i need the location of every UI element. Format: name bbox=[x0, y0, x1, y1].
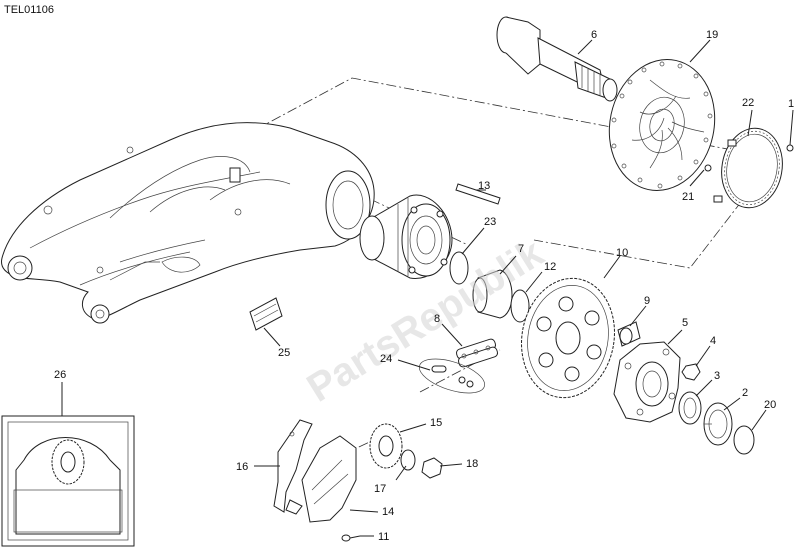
lock-washer bbox=[400, 449, 416, 471]
svg-text:15: 15 bbox=[430, 417, 442, 429]
svg-text:20: 20 bbox=[764, 399, 776, 411]
svg-text:12: 12 bbox=[544, 261, 556, 273]
svg-text:24: 24 bbox=[380, 353, 392, 365]
svg-text:18: 18 bbox=[466, 458, 478, 470]
svg-text:6: 6 bbox=[591, 29, 597, 41]
svg-text:21: 21 bbox=[682, 191, 694, 203]
callout-17[interactable]: 17 bbox=[374, 465, 407, 495]
svg-text:11: 11 bbox=[378, 531, 389, 543]
drawing-code: TEL01106 bbox=[4, 4, 54, 16]
chain-link-kit bbox=[419, 358, 485, 394]
callout-16[interactable]: 16 bbox=[236, 461, 280, 473]
callout-3[interactable]: 3 bbox=[695, 370, 720, 397]
svg-text:8: 8 bbox=[434, 313, 440, 325]
spacer bbox=[472, 269, 513, 319]
callout-5[interactable]: 5 bbox=[667, 317, 688, 345]
callout-1[interactable]: 1 bbox=[788, 98, 794, 146]
svg-text:16: 16 bbox=[236, 461, 248, 473]
washer bbox=[678, 391, 702, 425]
chain-links bbox=[455, 338, 499, 368]
callout-18[interactable]: 18 bbox=[439, 458, 478, 470]
brake-disc bbox=[608, 59, 716, 191]
bearing bbox=[703, 402, 733, 446]
sprocket-cover bbox=[301, 435, 357, 523]
warning-sticker bbox=[249, 297, 283, 331]
circlip bbox=[510, 289, 530, 323]
svg-text:3: 3 bbox=[714, 370, 720, 382]
callout-12[interactable]: 12 bbox=[525, 261, 556, 293]
svg-text:14: 14 bbox=[382, 506, 394, 518]
callout-4[interactable]: 4 bbox=[695, 335, 716, 367]
front-sprocket bbox=[369, 423, 403, 469]
callout-15[interactable]: 15 bbox=[399, 417, 442, 433]
callout-2[interactable]: 2 bbox=[723, 387, 748, 411]
svg-text:22: 22 bbox=[742, 97, 754, 109]
svg-text:13: 13 bbox=[478, 180, 490, 192]
nut bbox=[681, 363, 701, 381]
callout-13[interactable]: 13 bbox=[476, 180, 490, 192]
chain-guard bbox=[273, 419, 313, 515]
svg-text:2: 2 bbox=[742, 387, 748, 399]
callout-10[interactable]: 10 bbox=[603, 247, 628, 279]
sprocket-carrier bbox=[613, 341, 681, 423]
svg-text:19: 19 bbox=[706, 29, 718, 41]
bolt bbox=[617, 321, 641, 347]
callout-26[interactable]: 26 bbox=[54, 369, 66, 416]
svg-text:9: 9 bbox=[644, 295, 650, 307]
svg-text:7: 7 bbox=[518, 243, 524, 255]
svg-text:10: 10 bbox=[616, 247, 628, 259]
callout-25[interactable]: 25 bbox=[263, 327, 290, 359]
hub-axle bbox=[496, 16, 618, 102]
svg-text:5: 5 bbox=[682, 317, 688, 329]
svg-text:4: 4 bbox=[710, 335, 716, 347]
callouts: 1 2 3 4 5 6 7 8 bbox=[54, 29, 794, 543]
callout-9[interactable]: 9 bbox=[629, 295, 650, 327]
svg-text:17: 17 bbox=[374, 483, 386, 495]
svg-text:26: 26 bbox=[54, 369, 66, 381]
eccentric-hub bbox=[359, 183, 501, 279]
phonic-wheel bbox=[704, 127, 794, 209]
svg-text:23: 23 bbox=[484, 216, 496, 228]
callout-8[interactable]: 8 bbox=[434, 313, 463, 347]
callout-7[interactable]: 7 bbox=[499, 243, 524, 275]
callout-20[interactable]: 20 bbox=[751, 399, 776, 431]
snap-ring bbox=[733, 425, 755, 455]
callout-23[interactable]: 23 bbox=[461, 216, 496, 255]
callout-6[interactable]: 6 bbox=[577, 29, 597, 55]
swingarm bbox=[1, 122, 375, 324]
svg-text:25: 25 bbox=[278, 347, 290, 359]
sprocket-nut bbox=[421, 457, 443, 479]
rear-sprocket bbox=[521, 277, 615, 399]
screw bbox=[341, 534, 361, 542]
callout-19[interactable]: 19 bbox=[689, 29, 718, 63]
callout-11[interactable]: 11 bbox=[360, 531, 389, 543]
callout-21[interactable]: 21 bbox=[682, 169, 705, 203]
svg-text:1: 1 bbox=[788, 98, 794, 110]
callout-22[interactable]: 22 bbox=[742, 97, 754, 137]
inset-view bbox=[1, 415, 135, 547]
callout-14[interactable]: 14 bbox=[349, 506, 394, 518]
o-ring bbox=[449, 251, 469, 285]
callout-24[interactable]: 24 bbox=[380, 353, 431, 371]
